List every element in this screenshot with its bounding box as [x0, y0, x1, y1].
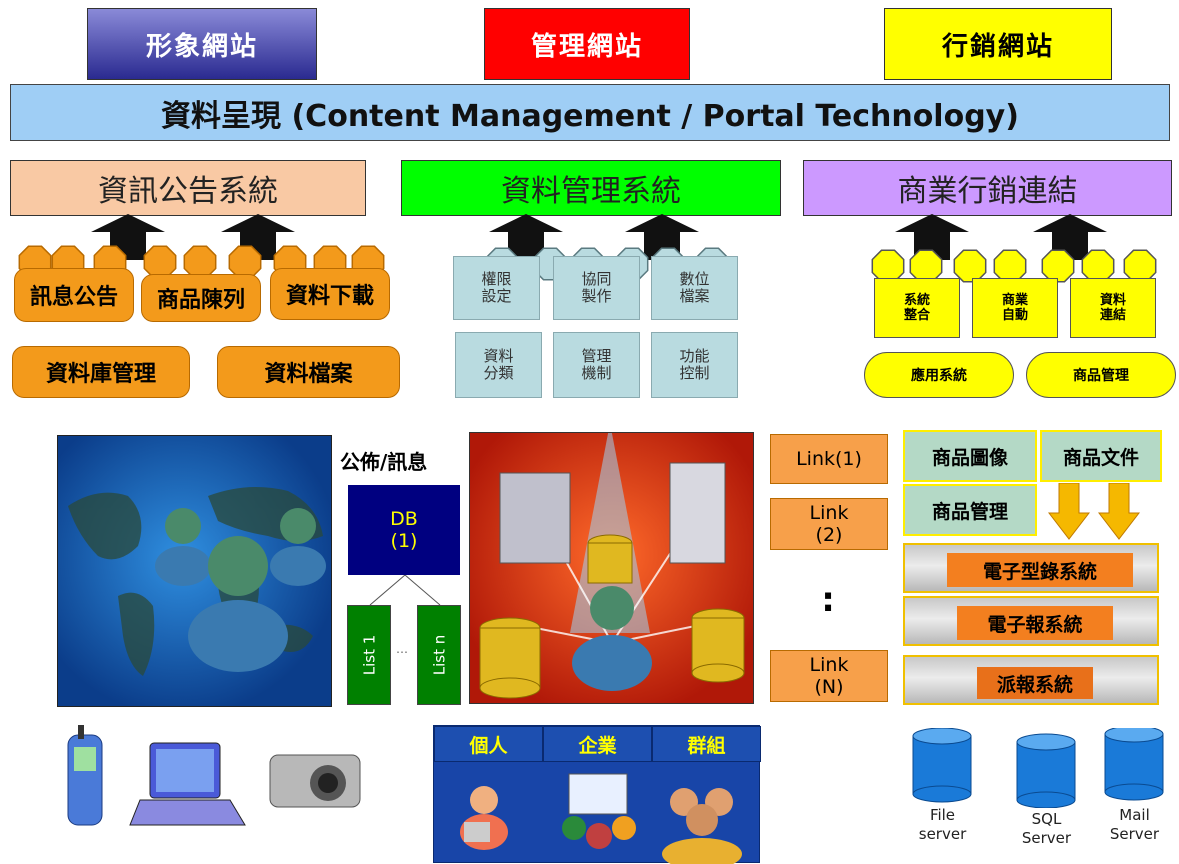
marketing-site-box: 行銷網站 — [884, 8, 1112, 80]
link-n-box[interactable]: Link (N) — [770, 650, 888, 702]
up-arrow-icon — [221, 214, 295, 260]
octagon-decoration — [1081, 249, 1115, 283]
up-arrow-icon — [625, 214, 699, 260]
collab-box: 協同 製作 — [553, 256, 640, 320]
octagon-decoration — [1041, 249, 1075, 283]
system-integration-box: 系統 整合 — [874, 278, 960, 338]
down-arrow-icon — [1097, 483, 1141, 540]
item-data-files: 資料檔案 — [217, 346, 400, 398]
data-category-box: 資料 分類 — [455, 332, 542, 398]
announcement-system-box: 資訊公告系統 — [10, 160, 366, 216]
business-marketing-link-box: 商業行銷連結 — [803, 160, 1172, 216]
business-automation-box: 商業 自動 — [972, 278, 1058, 338]
enewsletter-system-bar: 電子報系統 — [903, 596, 1159, 646]
function-control-box: 功能 控制 — [651, 332, 738, 398]
octagon-decoration — [143, 245, 177, 279]
list-n-box: List n — [417, 605, 461, 705]
content-presentation-banner: 資料呈現 (Content Management / Portal Techno… — [10, 84, 1170, 141]
laptop-icon — [129, 742, 246, 826]
publish-message-label: 公佈/訊息 — [340, 450, 428, 474]
down-arrow-icon — [1047, 483, 1091, 540]
individual-icon — [460, 786, 508, 850]
team-icon — [662, 788, 742, 864]
product-document-box: 商品文件 — [1040, 430, 1162, 482]
world-map-image — [57, 435, 332, 707]
item-data-download: 資料下載 — [270, 268, 390, 320]
sql-server-label: SQL Server — [1021, 810, 1072, 847]
up-arrow-icon — [1033, 214, 1107, 260]
up-arrow-icon — [895, 214, 969, 260]
phone-icon — [67, 725, 103, 826]
server-icon — [499, 462, 726, 564]
enewsletter-system-label: 電子報系統 — [957, 606, 1113, 640]
server-cylinders — [912, 728, 1164, 808]
digital-file-box: 數位 檔案 — [651, 256, 738, 320]
application-system-pill: 應用系統 — [864, 352, 1014, 398]
dispatch-system-bar: 派報系統 — [903, 655, 1159, 705]
admin-site-box: 管理網站 — [484, 8, 690, 80]
list-n-label: List n — [430, 634, 448, 676]
group-enterprise-header: 企業 — [543, 726, 652, 762]
octagon-decoration — [953, 249, 987, 283]
list-1-label: List 1 — [359, 634, 378, 676]
product-management-pill: 商品管理 — [1026, 352, 1176, 398]
group-individual-header: 個人 — [434, 726, 543, 762]
product-image-box: 商品圖像 — [903, 430, 1037, 482]
octagon-decoration — [1123, 249, 1157, 283]
octagon-decoration — [183, 245, 217, 279]
octagon-decoration — [228, 245, 262, 279]
up-arrow-icon — [91, 214, 165, 260]
sql-server-icon — [1016, 733, 1076, 808]
octagon-decoration — [871, 249, 905, 283]
camera-icon — [269, 754, 361, 808]
perm-setting-box: 權限 設定 — [453, 256, 540, 320]
item-product-display: 商品陳列 — [141, 274, 261, 322]
file-server-label: File server — [918, 806, 967, 843]
ecatalog-system-bar: 電子型錄系統 — [903, 543, 1159, 593]
image-site-box: 形象網站 — [87, 8, 317, 80]
links-vertical-ellipsis: : — [821, 580, 835, 620]
user-icon — [572, 586, 652, 691]
up-arrows — [91, 214, 1107, 260]
item-announcement: 訊息公告 — [14, 268, 134, 322]
dispatch-system-label: 派報系統 — [977, 667, 1093, 699]
data-management-system-box: 資料管理系統 — [401, 160, 781, 216]
enterprise-icon — [562, 773, 636, 849]
down-arrows — [1047, 483, 1141, 540]
up-arrow-icon — [489, 214, 563, 260]
list-1-box: List 1 — [347, 605, 391, 705]
group-team-header: 群組 — [652, 726, 761, 762]
product-management-box: 商品管理 — [903, 484, 1037, 536]
list-ellipsis: … — [396, 642, 408, 656]
item-database-management: 資料庫管理 — [12, 346, 190, 398]
user-icon — [155, 508, 326, 672]
database-icon — [479, 534, 745, 699]
group-illustrations — [460, 773, 742, 864]
file-server-icon — [912, 728, 972, 803]
mail-server-label: Mail Server — [1109, 806, 1160, 843]
db-box: DB (1) — [348, 485, 460, 575]
devices — [67, 725, 361, 826]
link-1-box[interactable]: Link(1) — [770, 434, 888, 484]
mail-server-icon — [1104, 728, 1164, 801]
octagon-decoration — [993, 249, 1027, 283]
data-link-box: 資料 連結 — [1070, 278, 1156, 338]
octagon-decoration — [909, 249, 943, 283]
server-hub-image — [469, 432, 754, 704]
db-tree-lines — [369, 575, 441, 606]
user-groups-panel: 個人 企業 群組 — [433, 725, 761, 864]
mgmt-mechanism-box: 管理 機制 — [553, 332, 640, 398]
link-2-box[interactable]: Link (2) — [770, 498, 888, 550]
ecatalog-system-label: 電子型錄系統 — [947, 553, 1133, 587]
